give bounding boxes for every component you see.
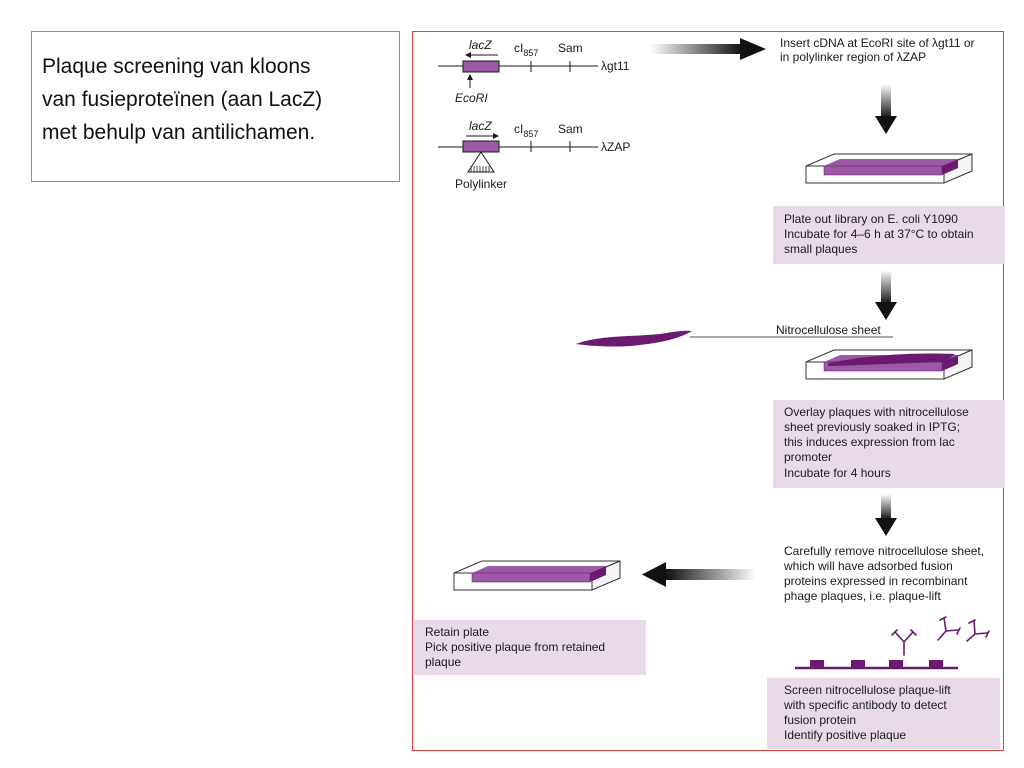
zap-repressor-label: cI857 — [514, 122, 538, 139]
gt11-gene-label: lacZ — [469, 38, 492, 52]
arrow-to-insert — [650, 38, 766, 60]
retain-step-box — [414, 620, 646, 675]
gt11-lacz-box — [462, 60, 500, 73]
antibody-3 — [966, 619, 990, 642]
polylinker-ticks — [470, 166, 490, 172]
gt11-repressor-label: cI857 — [514, 41, 538, 58]
plate-out-step-box — [773, 206, 1005, 264]
ecori-label: EcoRI — [455, 91, 488, 105]
down-arrow-2 — [875, 270, 897, 320]
caption-line-1: Plaque screening van kloons — [42, 55, 311, 78]
zap-name-label: λZAP — [601, 140, 630, 154]
caption-line-2: van fusieproteïnen (aan LacZ) — [42, 88, 323, 111]
plate-out-step-text: Plate out library on E. coli Y1090 Incub… — [784, 212, 977, 256]
gt11-marker-label: Sam — [558, 41, 583, 55]
plaque-lift-membrane — [795, 660, 958, 670]
caption-box: Plaque screening van kloons van fusiepro… — [31, 31, 400, 182]
remove-step-text: Carefully remove nitrocellulose sheet, w… — [783, 544, 987, 603]
down-arrow-3 — [875, 494, 897, 536]
overlay-step-text: Overlay plaques with nitrocellulose shee… — [784, 405, 972, 480]
overlay-step-box — [773, 400, 1005, 488]
figure-frame — [412, 31, 1004, 751]
gt11-name-label: λgt11 — [601, 59, 630, 73]
retain-step-text: Retain plate Pick positive plaque from r… — [425, 625, 608, 669]
antibody-1 — [891, 629, 917, 656]
arrow-to-retain — [642, 562, 756, 587]
vector-gt11: lacZ cI857 Sam λgt11 EcoRI — [438, 38, 630, 105]
zap-gene-label: lacZ — [469, 119, 492, 133]
zap-lacz-box — [462, 140, 500, 153]
antibodies — [891, 616, 990, 656]
antibody-2 — [937, 616, 961, 641]
polylinker-label: Polylinker — [455, 177, 507, 191]
vector-zap: lacZ cI857 Sam λZAP Polylinker — [438, 119, 630, 191]
caption-line-3: met behulp van antilichamen. — [42, 121, 316, 144]
zap-marker-label: Sam — [558, 122, 583, 136]
nitrocellulose-label: Nitrocellulose sheet — [776, 323, 881, 337]
plate-2 — [805, 349, 973, 380]
screen-step-text: Screen nitrocellulose plaque-lift with s… — [783, 683, 954, 742]
down-arrow-1 — [875, 84, 897, 134]
retained-plate — [453, 560, 621, 591]
nitrocellulose-sheet — [576, 330, 893, 347]
screen-step-box — [767, 678, 1000, 749]
insert-step-text: Insert cDNA at EcoRI site of λgt11 or in… — [780, 36, 978, 64]
plate-1 — [805, 153, 973, 184]
polylinker-triangle — [467, 151, 495, 173]
